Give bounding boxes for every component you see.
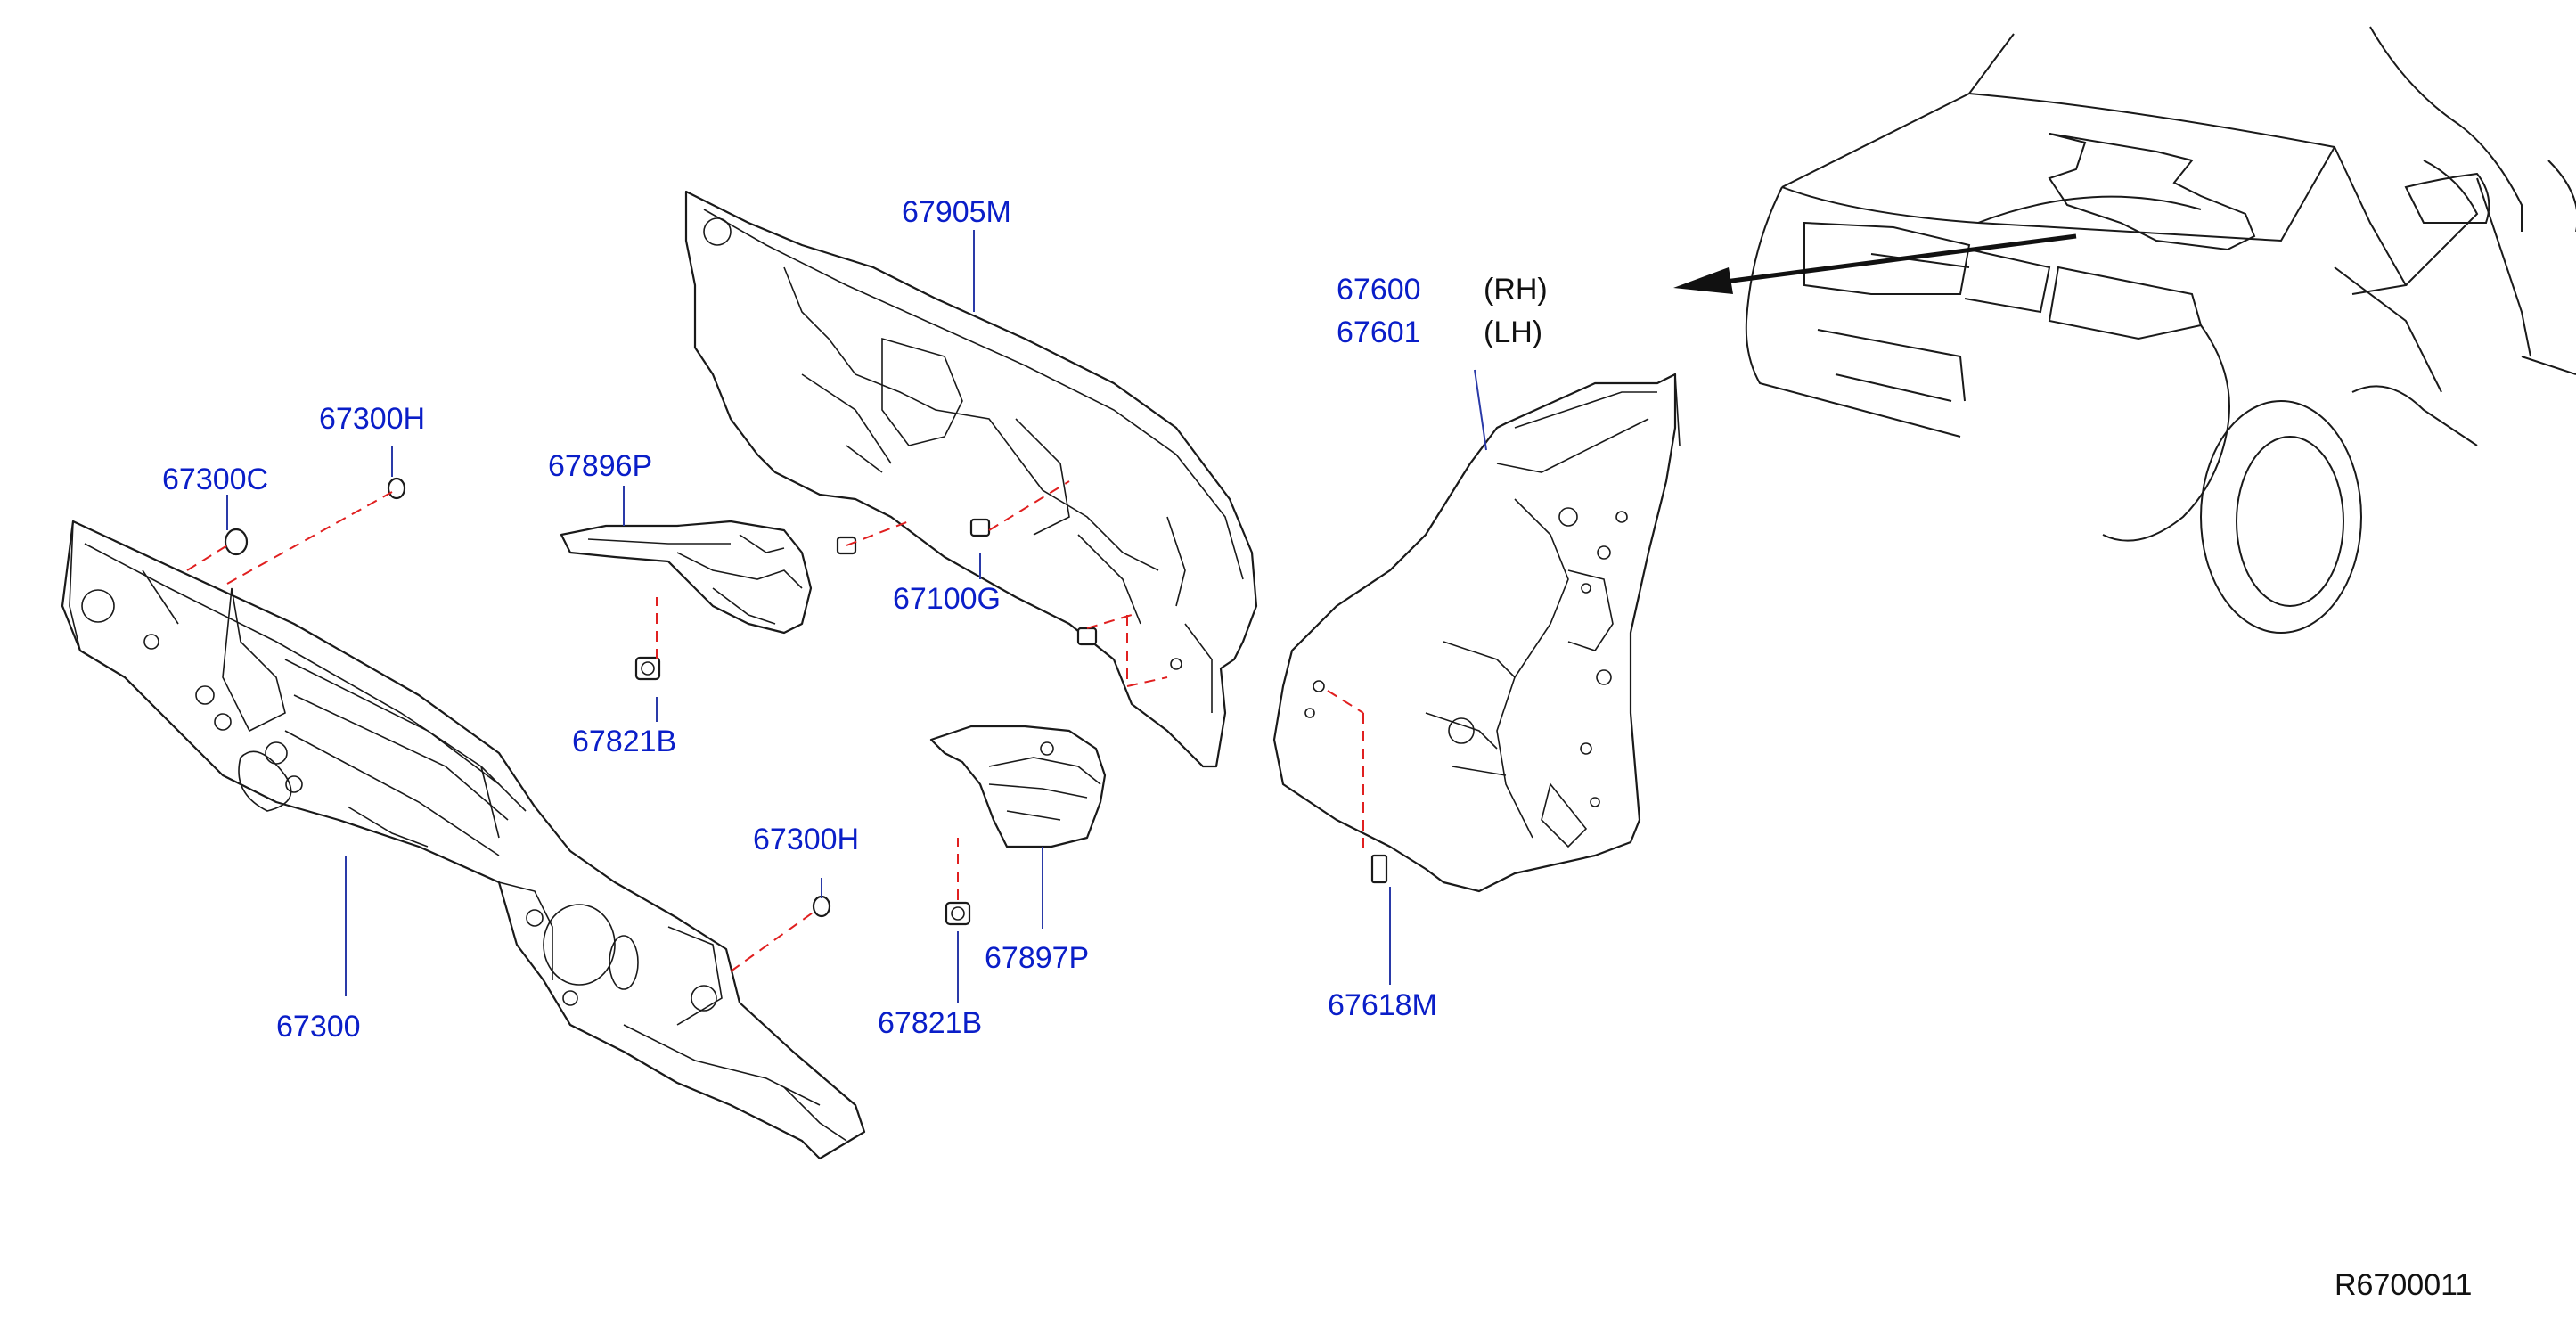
- leader-lines: [226, 230, 1487, 1003]
- label-67100G: 67100G: [893, 582, 1001, 616]
- label-67601: 67601: [1337, 315, 1421, 349]
- label-67821B-top: 67821B: [572, 725, 677, 758]
- label-rh: (RH): [1484, 273, 1548, 307]
- label-67600: 67600: [1337, 273, 1421, 307]
- dash-insulator-67905M: [684, 190, 1258, 768]
- vehicle-front-view: [1745, 26, 2576, 634]
- label-67618M: 67618M: [1328, 988, 1437, 1022]
- label-67300: 67300: [276, 1010, 361, 1044]
- label-67897P: 67897P: [985, 941, 1090, 975]
- label-67905M: 67905M: [902, 195, 1011, 229]
- label-67821B-bottom: 67821B: [878, 1006, 983, 1040]
- label-67896P: 67896P: [548, 449, 653, 483]
- fasteners: [224, 477, 1388, 926]
- bracket-67897P: [929, 725, 1107, 848]
- bracket-67896P: [560, 520, 813, 635]
- diagram-reference-code: R6700011: [2335, 1268, 2473, 1302]
- label-lh: (LH): [1484, 315, 1543, 349]
- pointer-arrow: [1673, 233, 2077, 294]
- label-67300H-bottom: 67300H: [753, 823, 860, 856]
- dash-panel-67300: [61, 520, 866, 1160]
- assembly-guides: [186, 480, 1364, 972]
- label-67300C: 67300C: [162, 463, 269, 496]
- side-panel-67600-67601: [1272, 373, 1681, 893]
- label-67300H-top: 67300H: [319, 402, 426, 436]
